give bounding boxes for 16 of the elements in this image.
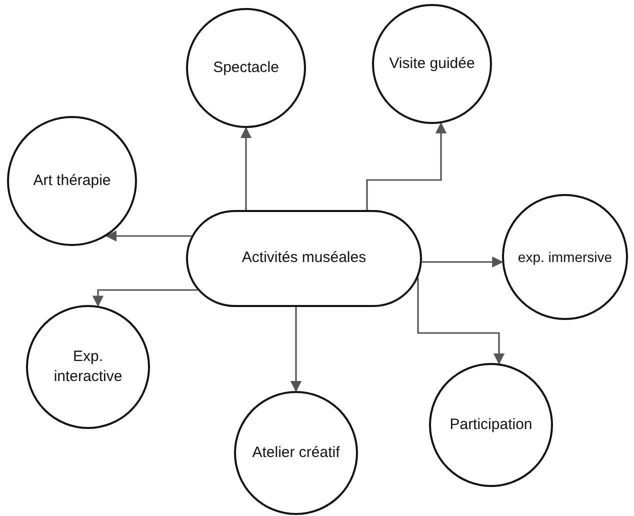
arrow (422, 256, 504, 268)
arrow (290, 307, 302, 392)
node-label: Art thérapie (33, 170, 111, 191)
node-label: Atelier créatif (252, 442, 340, 463)
arrow (240, 126, 252, 210)
arrow (106, 230, 192, 242)
arrow (417, 278, 505, 365)
arrow (366, 122, 447, 210)
node-label: exp. immersive (518, 248, 612, 266)
rounded-node (186, 210, 422, 307)
node-label: Activités muséales (242, 248, 366, 268)
node-label: Spectacle (213, 58, 279, 78)
node-label: Participation (450, 414, 532, 435)
arrow (92, 289, 198, 307)
node-label: Exp. interactive (52, 346, 124, 387)
node-label: Visite guidée (389, 54, 475, 74)
